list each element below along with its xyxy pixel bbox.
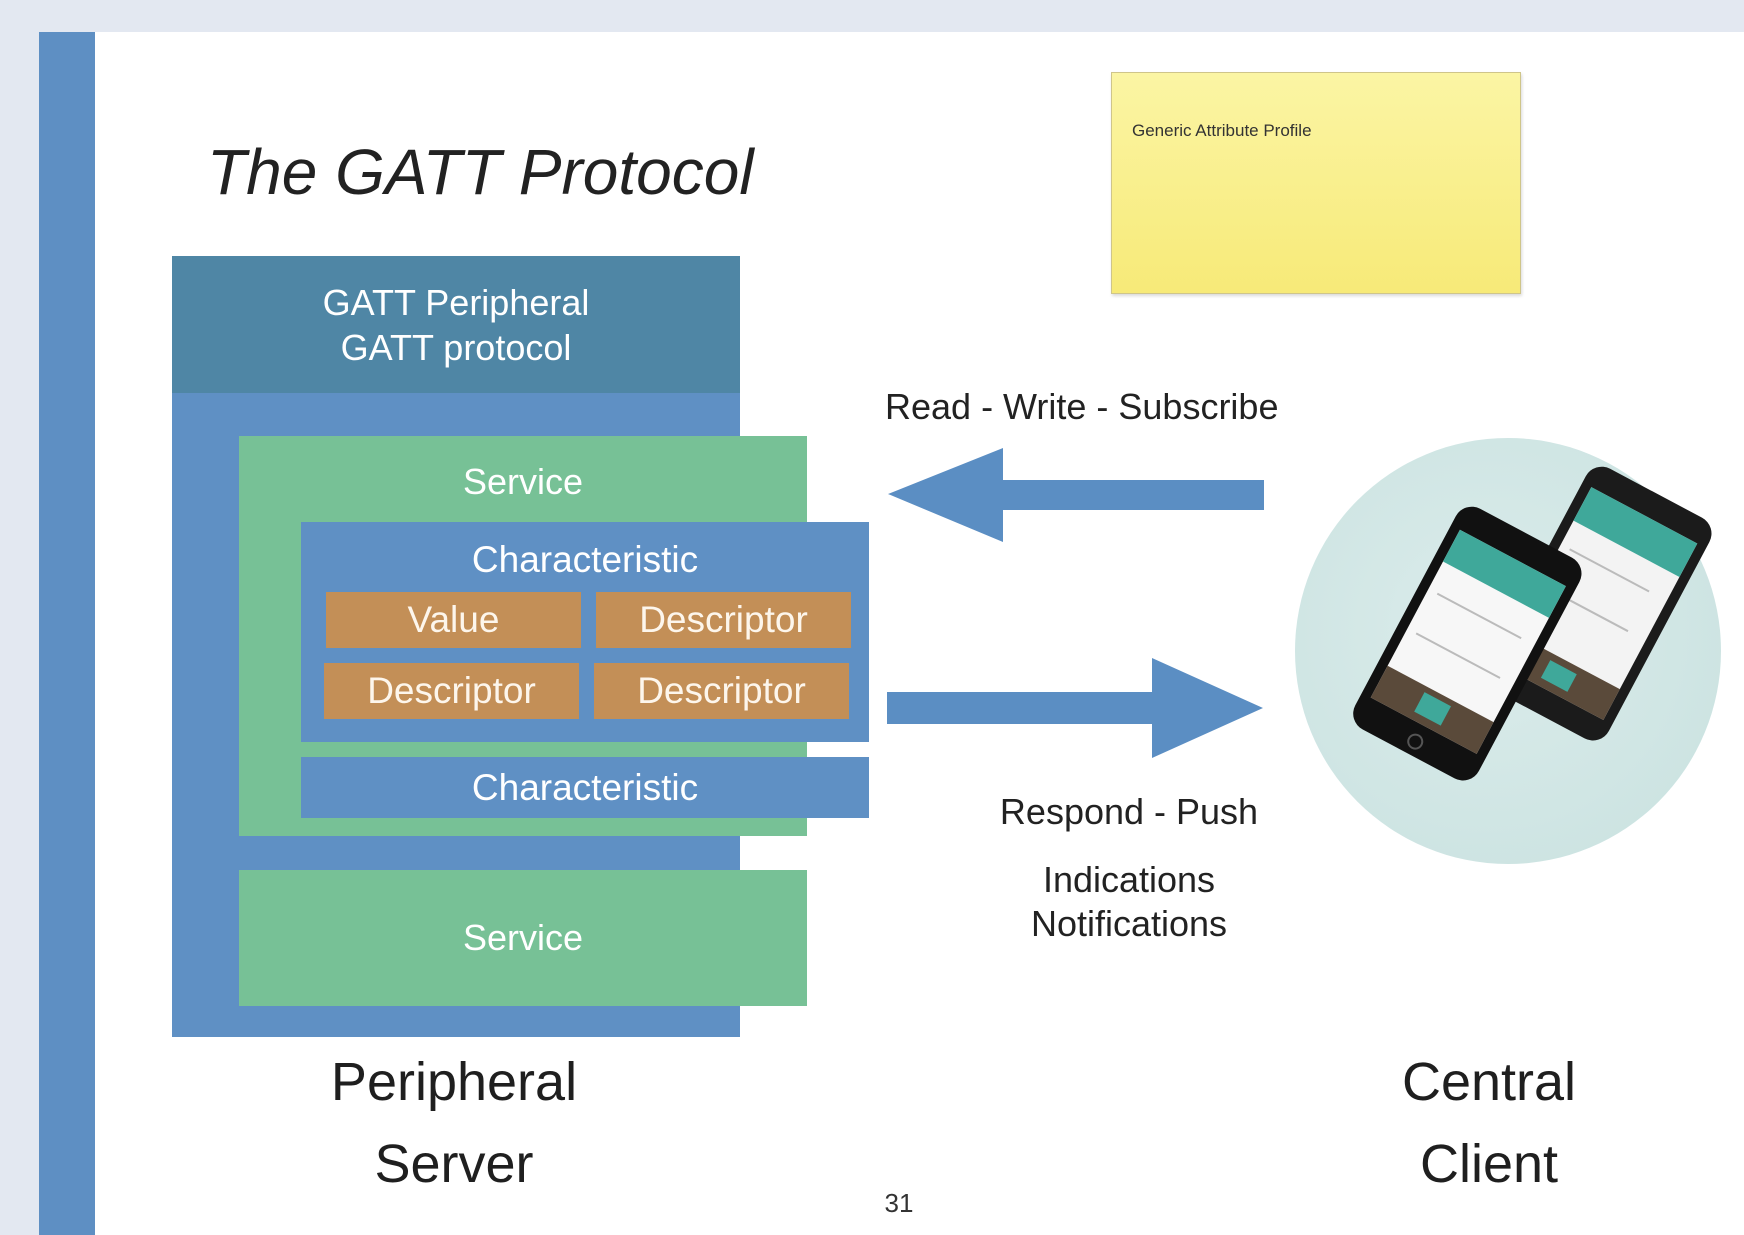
client-caption: Client — [1419, 1134, 1559, 1194]
characteristic-box-2: Characteristic — [301, 757, 869, 818]
slide-accent-bar — [39, 32, 95, 1235]
slide: The GATT Protocol Generic Attribute Prof… — [39, 32, 1744, 1235]
page-number: 31 — [884, 1187, 914, 1218]
descriptor-cell-3: Descriptor — [594, 663, 849, 719]
indications-label: Indications — [1042, 859, 1216, 900]
request-arrow-label: Read - Write - Subscribe — [885, 386, 1279, 427]
sticky-note-text: Generic Attribute Profile — [1132, 121, 1312, 140]
left-arrow — [888, 448, 1264, 542]
characteristic-label-1: Characteristic — [471, 539, 699, 580]
peripheral-header-line2: GATT protocol — [340, 326, 572, 368]
notifications-label: Notifications — [1030, 903, 1228, 944]
phones-icon — [1353, 466, 1712, 781]
peripheral-caption: Peripheral — [330, 1052, 578, 1112]
sticky-note[interactable]: Generic Attribute Profile — [1111, 72, 1521, 294]
peripheral-header-line1: GATT Peripheral — [322, 281, 590, 323]
descriptor-cell-2: Descriptor — [324, 663, 579, 719]
value-cell: Value — [326, 592, 581, 648]
response-arrow-label: Respond - Push — [999, 791, 1259, 832]
peripheral-header: GATT Peripheral GATT protocol — [172, 256, 740, 393]
server-caption: Server — [374, 1134, 534, 1194]
service-box-2: Service — [239, 870, 807, 1006]
service-label-1: Service — [462, 461, 584, 502]
central-caption: Central — [1401, 1052, 1577, 1112]
service-label-2: Service — [462, 917, 584, 958]
right-arrow — [887, 658, 1263, 758]
descriptor-cell-1: Descriptor — [596, 592, 851, 648]
arrows-layer — [887, 448, 1264, 758]
characteristic-label-2: Characteristic — [471, 766, 699, 808]
slide-title: The GATT Protocol — [207, 136, 754, 208]
